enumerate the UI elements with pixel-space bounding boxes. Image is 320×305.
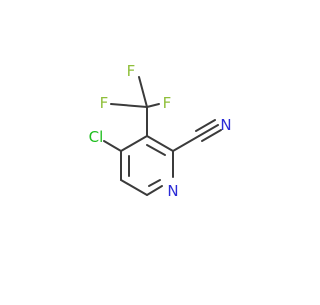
fluorine-top-label: F (127, 62, 136, 80)
chlorine-label: Cl (89, 128, 104, 146)
bond-c2-c3 (146, 135, 174, 152)
bond-c2-cn (172, 135, 200, 152)
bond-c6-n1-inner (148, 179, 161, 187)
fluorine-right-label: F (163, 94, 172, 112)
bond-c4-cl (103, 140, 122, 152)
fluorine-left-label: F (100, 94, 109, 112)
bond-c6-n1 (146, 185, 163, 196)
bond-nitrile-2 (195, 119, 216, 132)
bond-cf3-f-left (110, 103, 148, 108)
atom-labels: Cl N N F F F (89, 62, 232, 200)
ring-nitrogen-label: N (167, 182, 178, 200)
bonds (103, 76, 222, 196)
bond-cf3-f-top (138, 76, 148, 108)
bond-cf3-f-right (146, 103, 160, 108)
bond-c5-c6 (120, 179, 148, 196)
bond-nitrile-1 (198, 124, 219, 137)
bond-nitrile-3 (201, 129, 222, 142)
molecule-structure: Cl N N F F F (89, 62, 232, 200)
molecule-canvas: Cl N N F F F (89, 62, 232, 200)
bond-c3-c4 (120, 135, 148, 152)
nitrile-nitrogen-label: N (220, 116, 231, 134)
bond-c2-c3-inner (146, 144, 166, 156)
